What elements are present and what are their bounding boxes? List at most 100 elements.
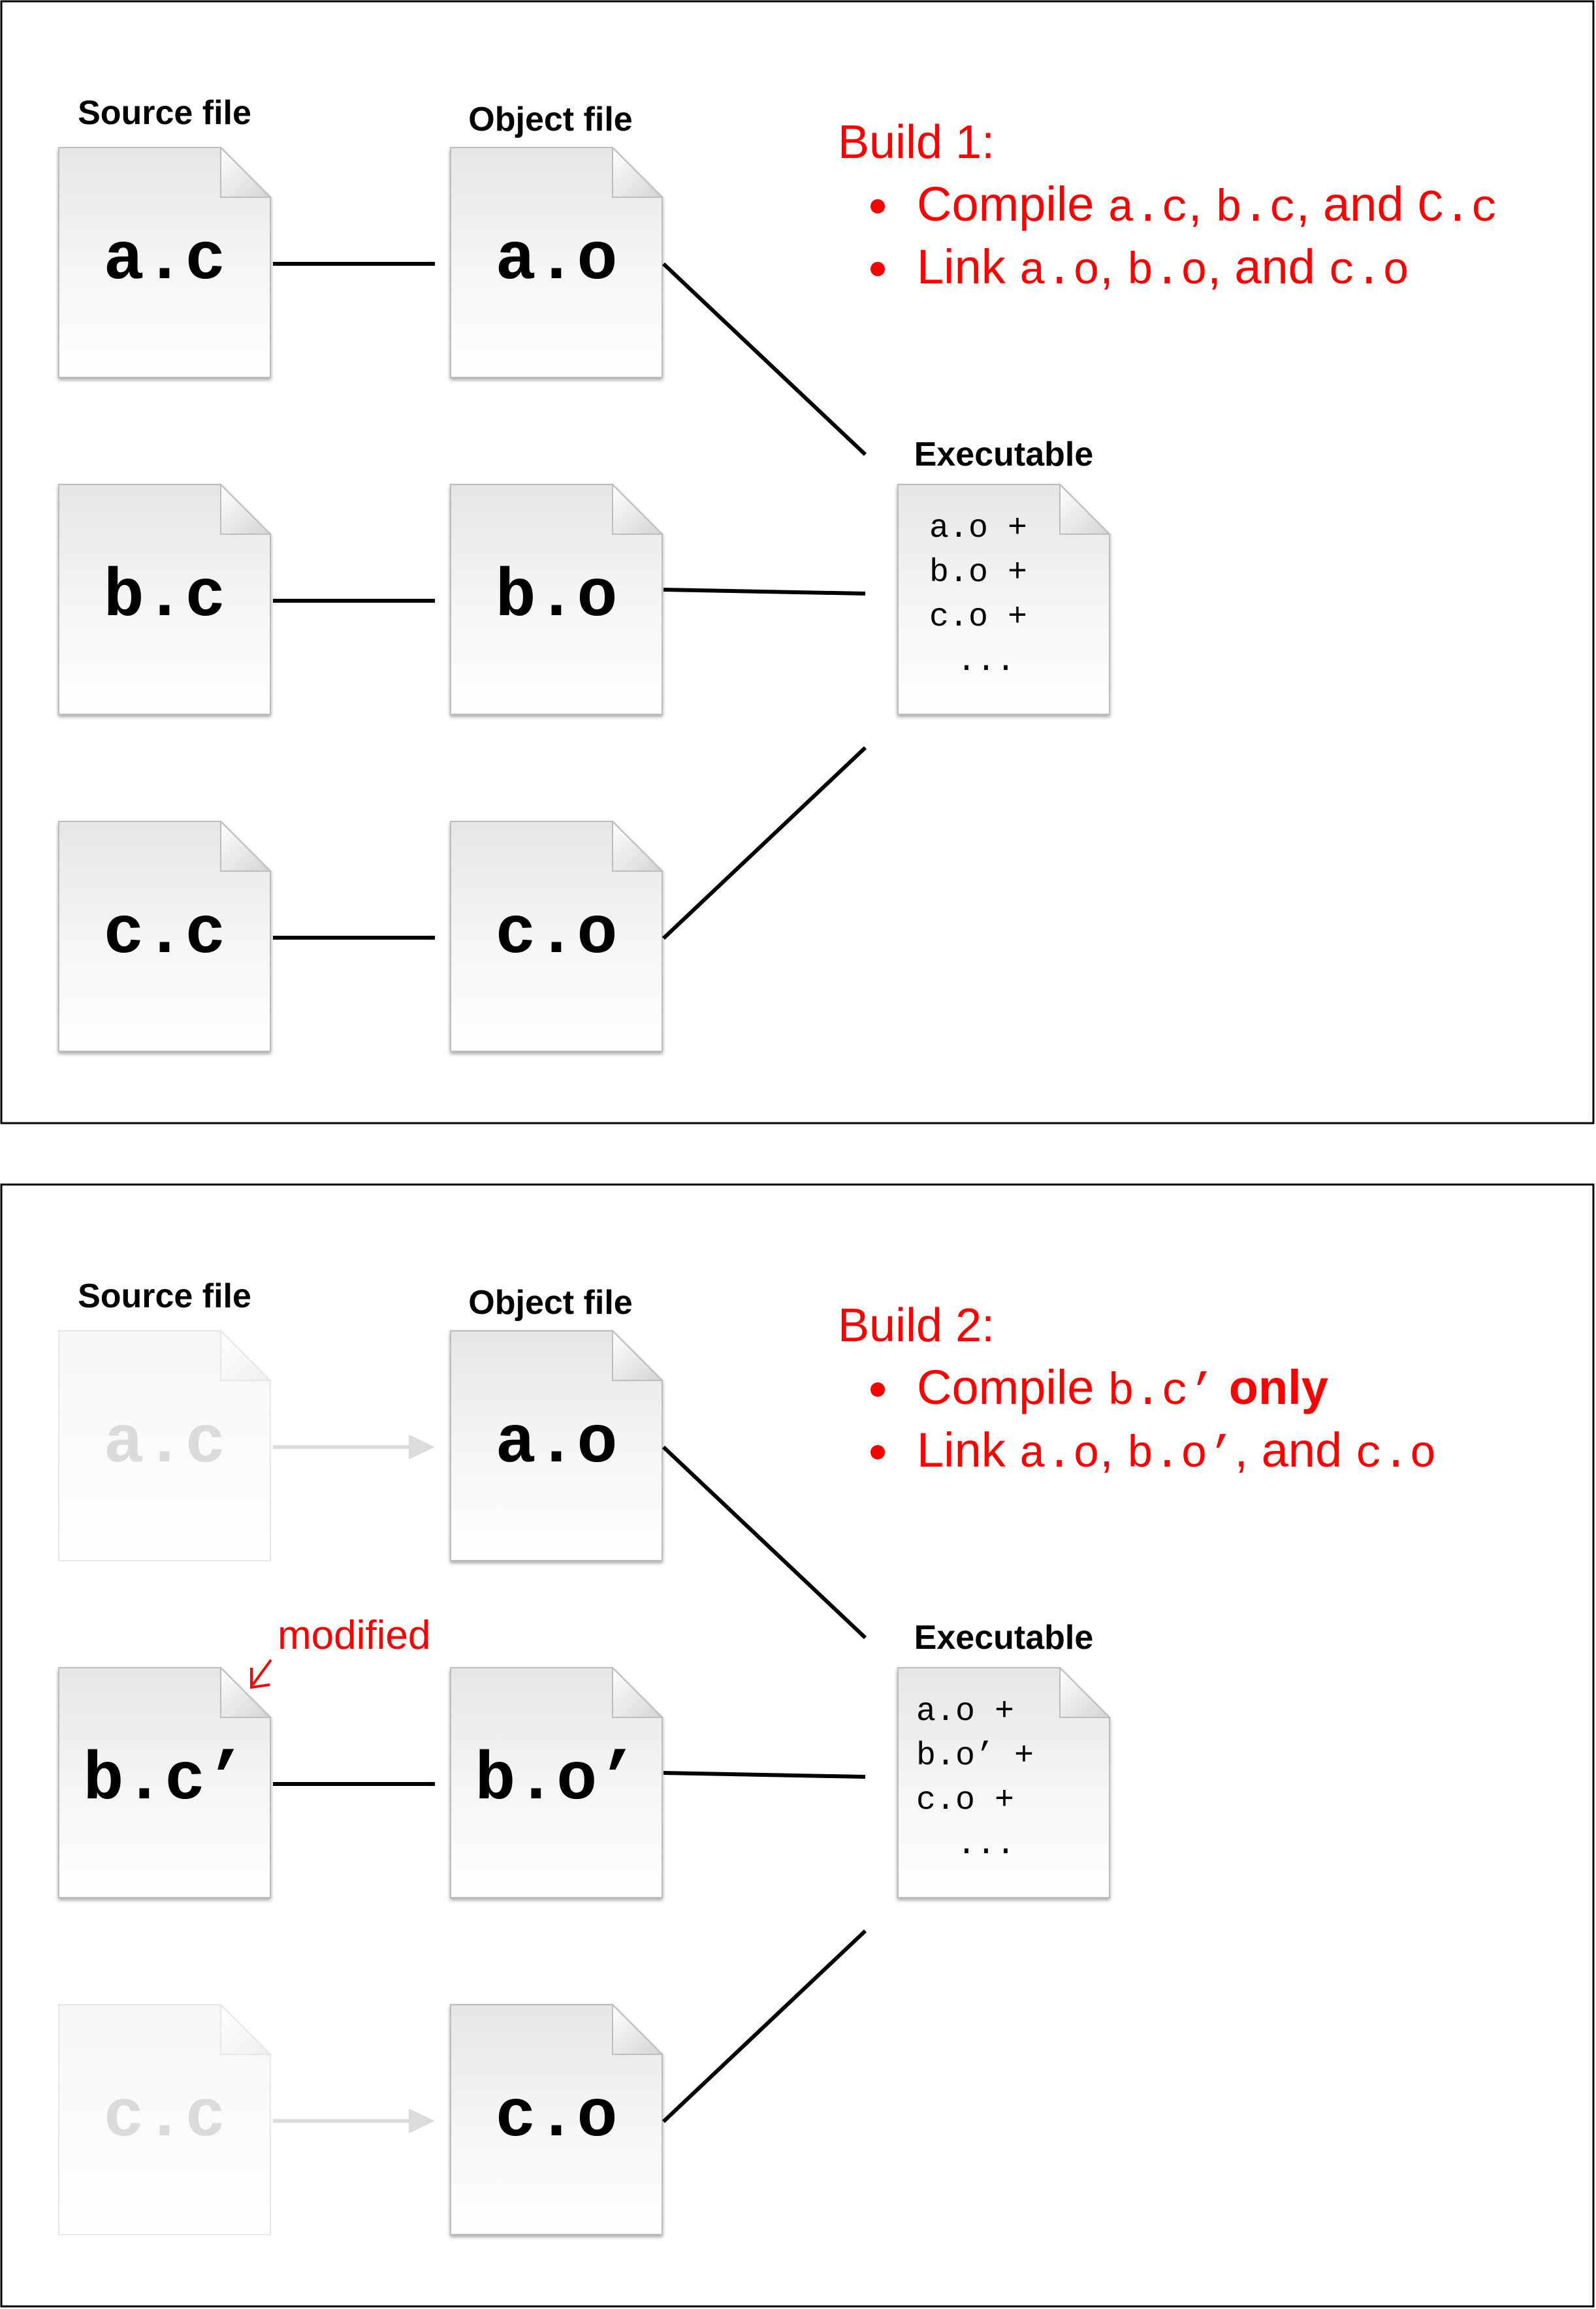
source-file-label: b.c’ (83, 1742, 246, 1819)
code-span: b.o (1126, 246, 1207, 297)
build-step: Compile a.c, b.c, and C.c (917, 177, 1498, 234)
executable-line: ... (957, 1826, 1015, 1864)
page-fold-icon (612, 820, 664, 872)
link-arrow-c (662, 746, 867, 940)
object-file-label: c.o (495, 896, 617, 973)
page-fold-icon (612, 2003, 664, 2055)
text-span: only (1229, 1360, 1328, 1414)
source-file-doc: b.c’ (58, 1666, 272, 1898)
source-file-label: a.c (103, 1405, 225, 1482)
source-column-header: Source file (78, 94, 251, 132)
page-fold-icon (220, 146, 272, 198)
build-step: Link a.o, b.o, and c.o (917, 240, 1409, 297)
source-file-label: a.c (103, 222, 225, 299)
code-span: c.o (1356, 1429, 1437, 1480)
source-file-doc: c.c (58, 820, 272, 1052)
code-span: b.c (1215, 183, 1296, 234)
object-column-header: Object file (468, 1284, 632, 1322)
link-arrow-b (663, 1771, 866, 1779)
code-span: a.o (1019, 246, 1100, 297)
code-span: a.o (1019, 1429, 1100, 1480)
bullet-icon (870, 1382, 885, 1397)
object-file-label: a.o (495, 1405, 617, 1482)
page-fold-icon (1059, 1666, 1111, 1718)
executable-line: b.o + (929, 554, 1027, 592)
code-span: b.c’ (1108, 1367, 1215, 1418)
bullet-icon (870, 199, 885, 214)
text-span: Compile (917, 1360, 1108, 1414)
executable-line: b.o’ + (916, 1738, 1034, 1775)
executable-line: c.o + (916, 1782, 1014, 1819)
compile-arrow-head (409, 2109, 435, 2133)
object-file-doc: b.o (450, 483, 664, 715)
executable-line: ... (957, 643, 1015, 680)
text-span: Link (917, 240, 1019, 294)
object-file-doc: a.o (450, 1329, 664, 1561)
text-span: , (1189, 177, 1215, 231)
object-column-header: Object file (468, 101, 632, 138)
executable-doc: a.o + b.o + c.o +... (897, 483, 1111, 715)
text-span: , (1100, 240, 1126, 294)
code-span: b.o’ (1126, 1429, 1234, 1480)
source-file-doc: a.c (58, 1329, 272, 1561)
executable-line: c.o + (929, 599, 1027, 636)
build-title: Build 2: (838, 1299, 995, 1352)
link-arrow-a (662, 262, 867, 456)
source-file-doc: c.c (58, 2003, 272, 2235)
object-file-label: c.o (495, 2079, 617, 2156)
page-fold-icon (220, 483, 272, 535)
object-file-label: b.o (495, 559, 617, 636)
source-file-label: c.c (103, 896, 225, 973)
object-file-doc: c.o (450, 2003, 664, 2235)
executable-header: Executable (914, 436, 1094, 473)
object-file-label: b.o’ (475, 1742, 638, 1819)
executable-doc: a.o + b.o’ + c.o +... (897, 1666, 1111, 1898)
text-span: , (1100, 1423, 1126, 1477)
page-fold-icon (612, 1666, 664, 1718)
page-fold-icon (220, 820, 272, 872)
text-span (1215, 1360, 1229, 1414)
page-fold-icon (612, 483, 664, 535)
compile-arrow-head (409, 1435, 435, 1459)
bullet-icon (870, 1445, 885, 1459)
page-fold-icon (220, 2003, 272, 2055)
build-step: Link a.o, b.o’, and c.o (917, 1423, 1437, 1480)
text-span: , and (1235, 1423, 1356, 1477)
text-span: Link (917, 1423, 1019, 1477)
page-fold-icon (1059, 483, 1111, 535)
source-file-doc: b.c (58, 483, 272, 715)
code-span: a.c (1108, 183, 1189, 234)
source-file-label: b.c (103, 559, 225, 636)
link-arrow-b (663, 588, 866, 596)
object-file-doc: b.o’ (450, 1666, 664, 1898)
source-file-doc: a.c (58, 146, 272, 378)
page-fold-icon (220, 1666, 272, 1718)
object-file-doc: a.o (450, 146, 664, 378)
bullet-icon (870, 262, 885, 276)
code-span: c.o (1328, 246, 1409, 297)
text-span: , and (1207, 240, 1328, 294)
object-file-label: a.o (495, 222, 617, 299)
executable-header: Executable (914, 1619, 1094, 1657)
text-span: , and (1296, 177, 1417, 231)
source-file-label: c.c (103, 2079, 225, 2156)
link-arrow-a (662, 1445, 867, 1640)
page-fold-icon (220, 1329, 272, 1381)
build-step: Compile b.c’ only (917, 1360, 1328, 1418)
executable-line: a.o + (929, 510, 1027, 547)
code-span: C.c (1417, 183, 1498, 234)
object-file-doc: c.o (450, 820, 664, 1052)
modified-annotation: modified (278, 1613, 430, 1658)
annotation-arrow-icon (250, 1659, 272, 1689)
executable-line: a.o + (916, 1693, 1014, 1730)
source-column-header: Source file (78, 1277, 251, 1315)
link-arrow-c (662, 1929, 867, 2124)
text-span: Compile (917, 177, 1108, 231)
page-fold-icon (612, 146, 664, 198)
build-title: Build 1: (838, 116, 995, 168)
